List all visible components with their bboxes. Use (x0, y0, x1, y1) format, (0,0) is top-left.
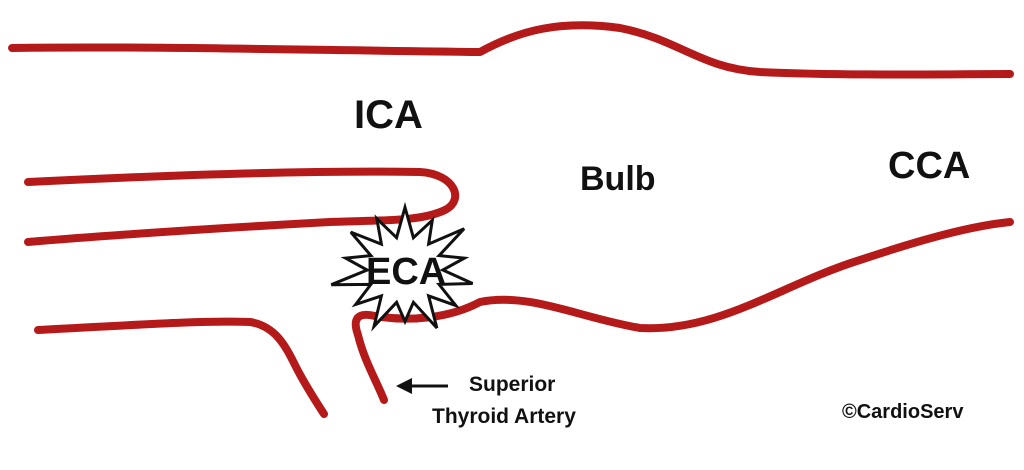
cca-label: CCA (888, 145, 970, 187)
copyright-text: ©CardioServ (842, 401, 964, 423)
ica-label: ICA (354, 93, 423, 137)
superior-thyroid-label-line1: Superior (469, 373, 555, 396)
ica-eca-junction-wall (24, 167, 460, 246)
vessel-walls (8, 21, 1014, 418)
lower-vessel-wall (351, 218, 1014, 404)
eca-lower-branch-wall (34, 317, 328, 418)
superior-thyroid-label-line2: Thyroid Artery (432, 405, 576, 428)
starburst-icon (330, 201, 474, 332)
bulb-label: Bulb (580, 160, 656, 198)
eca-label: ECA (366, 251, 446, 293)
upper-vessel-wall (8, 21, 1014, 79)
arrow-left-icon (396, 378, 448, 394)
